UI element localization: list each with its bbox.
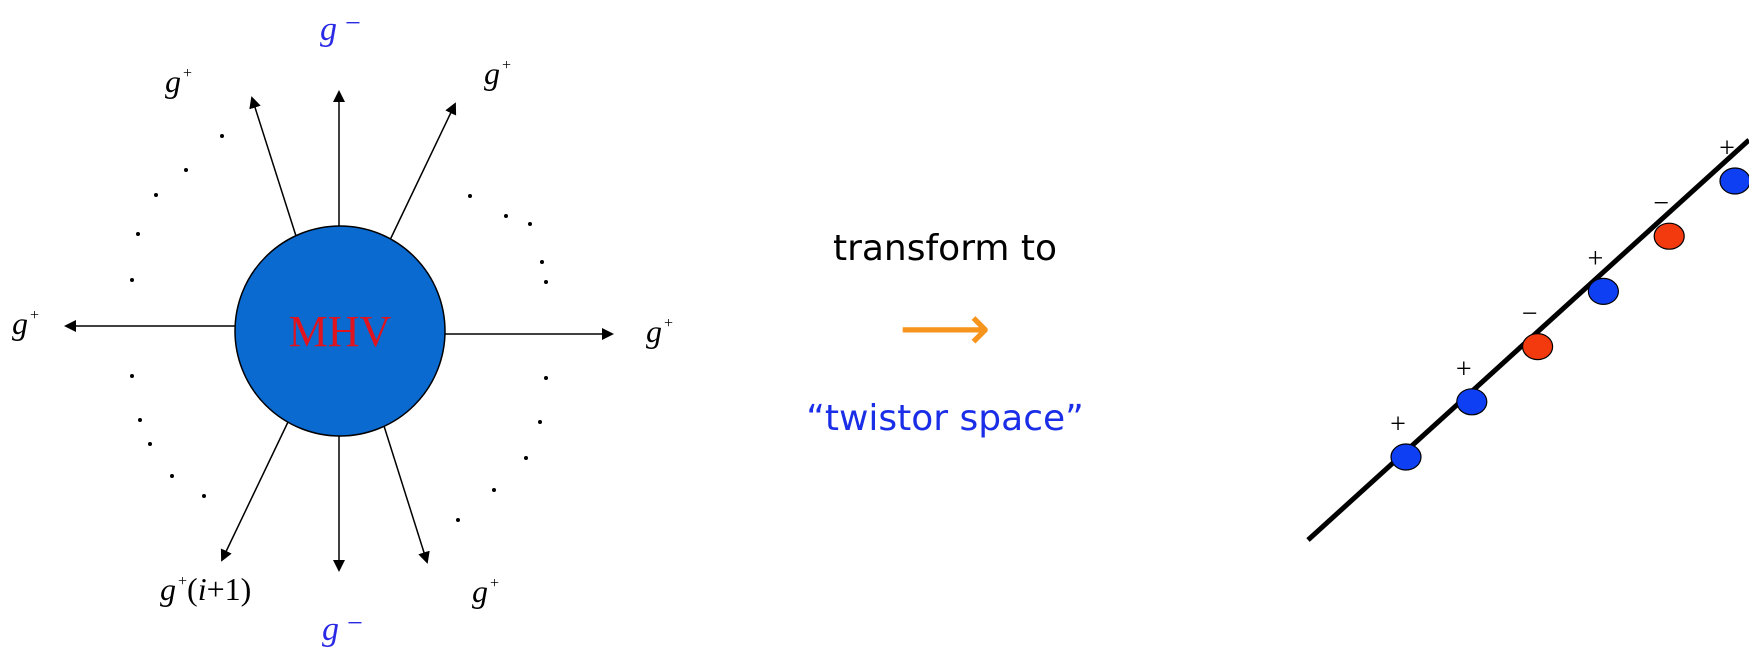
dot: [544, 376, 548, 380]
dot: [130, 278, 134, 282]
twistor-point-sign: −: [1653, 188, 1669, 219]
twistor-point-plus: [1587, 277, 1620, 305]
twistor-point-plus: [1456, 388, 1488, 416]
dot: [524, 456, 528, 460]
gluon-label-top-left: g+: [165, 63, 192, 99]
dot: [154, 193, 158, 197]
mhv-label: MHV: [289, 307, 392, 356]
dot: [170, 474, 174, 478]
dotted-arcs: [130, 134, 548, 522]
dot: [540, 260, 544, 264]
transform-label: transform to: [833, 228, 1057, 269]
twistor-point-sign: −: [1522, 299, 1538, 330]
dot: [528, 222, 532, 226]
dot: [220, 134, 224, 138]
dot: [130, 374, 134, 378]
gluon-label-top-right: g+: [484, 55, 511, 91]
twistor-point-sign: +: [1588, 243, 1604, 274]
dot: [136, 232, 140, 236]
gluon-label-top: g−: [320, 8, 361, 48]
dot: [492, 488, 496, 492]
dot: [504, 214, 508, 218]
gluon-labels: g− g+ g+ g+ g+ g+(i+1) g+ g−: [12, 8, 673, 648]
dot: [468, 194, 472, 198]
twistor-point-plus: [1390, 443, 1422, 471]
transform-arrow: ⟶: [899, 292, 991, 366]
arrow-bottom-right: [383, 425, 430, 564]
dot: [202, 494, 206, 498]
twistor-points: + + − + − +: [1390, 133, 1749, 471]
twistor-point-sign: +: [1719, 133, 1735, 164]
gluon-label-bottom-right: g+: [472, 573, 499, 609]
twistor-point-plus: [1719, 167, 1749, 195]
arrow-bottom-left: [220, 421, 289, 562]
gluon-label-bottom: g−: [322, 608, 363, 648]
dot: [148, 442, 152, 446]
dot: [138, 418, 142, 422]
gluon-arrows: [64, 90, 614, 572]
gluon-label-bottom-left: g+(i+1): [160, 571, 251, 607]
dot: [538, 420, 542, 424]
mhv-blob: [234, 225, 446, 437]
arrow-top-left: [249, 96, 297, 237]
twistor-point-minus: [1653, 222, 1685, 250]
arrow-top-right: [389, 102, 457, 241]
twistor-point-sign: +: [1390, 409, 1406, 440]
gluon-label-right: g+: [646, 313, 673, 349]
twistor-point-minus: [1521, 333, 1554, 361]
twistor-space-label: “twistor space”: [806, 398, 1084, 439]
gluon-label-left: g+: [12, 305, 39, 341]
twistor-point-sign: +: [1456, 354, 1472, 385]
dot: [544, 280, 548, 284]
dot: [184, 168, 188, 172]
dot: [456, 518, 460, 522]
